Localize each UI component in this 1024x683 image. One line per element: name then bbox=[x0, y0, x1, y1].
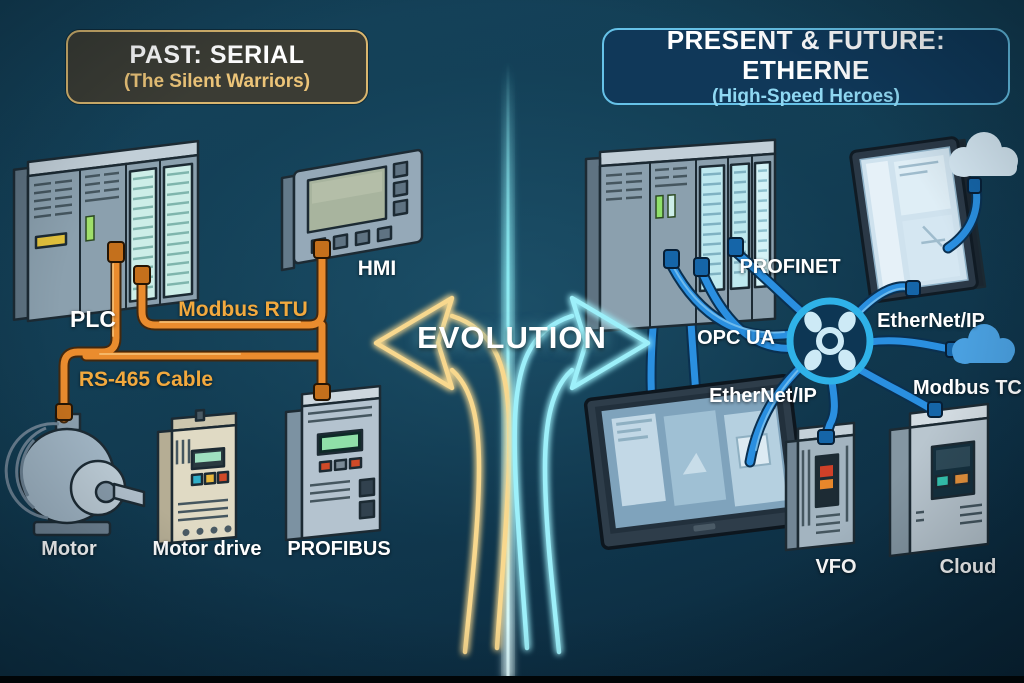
motor-label: Motor bbox=[41, 538, 97, 560]
plc-label: PLC bbox=[70, 306, 116, 332]
ethernet-ip-left-label: EtherNet/IP bbox=[709, 385, 817, 407]
hmi-label: HMI bbox=[357, 257, 397, 280]
rs465-cable-label: RS-465 Cable bbox=[78, 368, 214, 391]
motor-drive-label: Motor drive bbox=[152, 538, 262, 560]
present-future-title: PRESENT & FUTURE: ETHERNE bbox=[666, 24, 946, 86]
opc-ua-label: OPC UA bbox=[697, 327, 775, 349]
evolution-label: EVOLUTION bbox=[417, 320, 607, 355]
cloud-label: Cloud bbox=[939, 556, 997, 578]
modbus-tcp-label: Modbus TC bbox=[913, 377, 1022, 399]
profibus-label: PROFIBUS bbox=[287, 538, 391, 560]
past-serial-subtitle: (The Silent Warriors) bbox=[123, 70, 311, 92]
motor-drive-illustration bbox=[156, 408, 238, 546]
motor-illustration bbox=[4, 412, 146, 537]
bottom-border bbox=[0, 676, 1024, 683]
profinet-label: PROFINET bbox=[739, 256, 841, 278]
cloud-icon bbox=[949, 132, 1018, 177]
vfo-label: VFO bbox=[815, 556, 857, 578]
cloud-gateway-illustration bbox=[888, 402, 990, 558]
ethernet-plc-illustration bbox=[584, 138, 777, 333]
past-serial-title: PAST: SERIAL bbox=[129, 41, 305, 70]
network-hub-icon bbox=[786, 297, 874, 385]
profibus-illustration bbox=[284, 384, 382, 542]
plc-illustration bbox=[12, 139, 200, 323]
present-future-subtitle: (High-Speed Heroes) bbox=[712, 85, 900, 107]
ethernet-ip-right-label: EtherNet/IP bbox=[877, 310, 985, 332]
past-serial-title-box: PAST: SERIAL (The Silent Warriors) bbox=[66, 30, 368, 104]
hmi-illustration bbox=[280, 148, 424, 272]
modbus-rtu-label: Modbus RTU bbox=[178, 298, 308, 321]
present-future-title-box: PRESENT & FUTURE: ETHERNE (High-Speed He… bbox=[602, 24, 1010, 107]
